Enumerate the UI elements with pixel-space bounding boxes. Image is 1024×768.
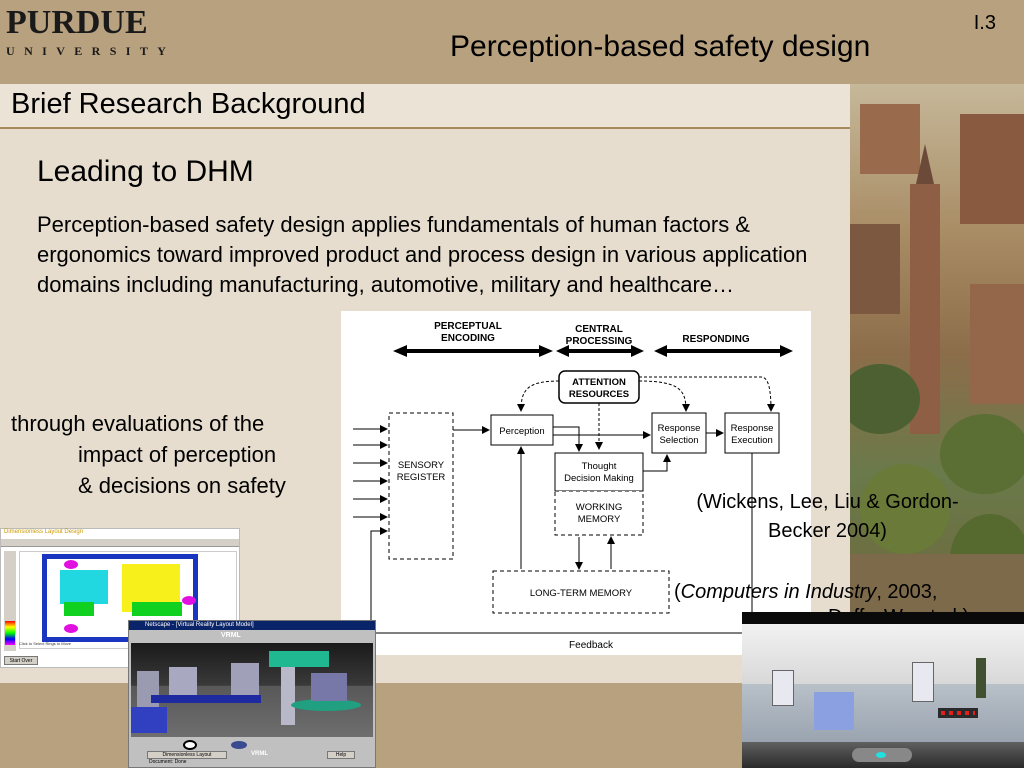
execution-line2: Execution <box>731 435 773 446</box>
through-text: through evaluations of the impact of per… <box>11 408 286 501</box>
shot2-toolbar: VRML <box>129 630 375 642</box>
sensory-line2: REGISTER <box>397 472 446 483</box>
through-line: through evaluations of the <box>11 411 265 436</box>
vr-layout-screenshot: Netscape - [Virtual Reality Layout Model… <box>128 620 376 768</box>
layout-design-screenshot: Dimensionless Layout Design Click to Sel… <box>0 528 240 668</box>
vr-nav-bar <box>131 739 373 751</box>
long-term-memory-box <box>492 570 670 614</box>
attention-line1: ATTENTION <box>572 377 626 388</box>
shot2-status: Document: Done <box>149 759 187 765</box>
label-responding: RESPONDING <box>682 334 749 345</box>
shot2-brand: VRML <box>221 632 241 639</box>
shot1-palette <box>4 551 16 651</box>
label-processing: PROCESSING <box>566 336 633 347</box>
label-central: CENTRAL <box>575 324 623 335</box>
input-arrows <box>353 425 388 521</box>
attention-line2: RESOURCES <box>569 389 629 400</box>
perception-box <box>490 414 554 446</box>
section-rule <box>0 127 860 129</box>
conveyor <box>938 708 978 718</box>
ltm-label: LONG-TERM MEMORY <box>530 588 633 599</box>
header-band <box>0 0 1024 84</box>
examine-icon[interactable] <box>183 740 197 750</box>
through-line: & decisions on safety <box>78 473 286 498</box>
factory-3d-screenshot <box>742 612 1024 768</box>
working-line2: MEMORY <box>578 514 621 525</box>
thought-box <box>554 452 644 492</box>
feedback-label: Feedback <box>569 640 614 651</box>
perception-label: Perception <box>499 426 544 437</box>
response-selection-box <box>651 412 707 454</box>
execution-line1: Response <box>731 423 774 434</box>
journal-name: Computers in Industry <box>680 581 877 603</box>
logo-name: PURDUE <box>6 4 148 41</box>
stage-arrows <box>393 345 793 357</box>
citation-line: Becker 2004) <box>768 520 887 542</box>
thought-line2: Decision Making <box>564 473 634 484</box>
sensory-line1: SENSORY <box>398 460 445 471</box>
citation-paren: ( <box>674 581 681 603</box>
vr-scene <box>131 643 373 737</box>
journal-year: , 2003, <box>876 581 938 603</box>
vr-button-row: Dimensionless Layout VRML Help <box>131 751 373 759</box>
label-encoding: ENCODING <box>441 333 495 344</box>
label-perceptual: PERCEPTUAL <box>434 321 502 332</box>
citation-wickens: (Wickens, Lee, Liu & Gordon- Becker 2004… <box>660 488 995 546</box>
shot1-title: Dimensionless Layout Design <box>1 529 239 539</box>
shot1-status: Click to Select Rings to Move <box>19 641 72 646</box>
purdue-logo: PURDUE UNIVERSITY <box>6 4 176 59</box>
response-execution-box <box>724 412 780 454</box>
selection-line1: Response <box>658 423 701 434</box>
shot2-titlebar: Netscape - [Virtual Reality Layout Model… <box>129 621 375 630</box>
through-line: impact of perception <box>78 442 277 467</box>
campus-photo <box>850 84 1024 684</box>
walk-icon[interactable] <box>231 741 247 749</box>
working-memory-box <box>554 490 644 536</box>
information-processing-diagram: PERCEPTUAL ENCODING CENTRAL PROCESSING R… <box>341 311 811 655</box>
thought-line1: Thought <box>582 461 617 472</box>
citation-journal: (Computers in Industry, 2003, <box>674 578 937 606</box>
body-paragraph: Perception-based safety design applies f… <box>37 212 808 297</box>
sensory-register-box <box>388 412 454 560</box>
game-dashboard <box>742 742 1024 768</box>
dimensionless-layout-button[interactable]: Dimensionless Layout <box>147 751 227 759</box>
citation-line: (Wickens, Lee, Liu & Gordon- <box>696 491 959 513</box>
help-button[interactable]: Help <box>327 751 355 759</box>
lead-heading: Leading to DHM <box>37 155 254 188</box>
shot1-toolbar <box>1 539 239 547</box>
start-over-button[interactable]: Start Over <box>4 656 38 665</box>
slide-number: I.3 <box>973 12 996 34</box>
logo-subtitle: UNIVERSITY <box>6 44 176 58</box>
working-line1: WORKING <box>576 502 622 513</box>
slide-title: Perception-based safety design <box>450 30 871 63</box>
section-title: Brief Research Background <box>11 88 366 120</box>
selection-line2: Selection <box>659 435 698 446</box>
worker-figure <box>976 658 986 698</box>
vrml-brand: VRML <box>251 751 268 757</box>
